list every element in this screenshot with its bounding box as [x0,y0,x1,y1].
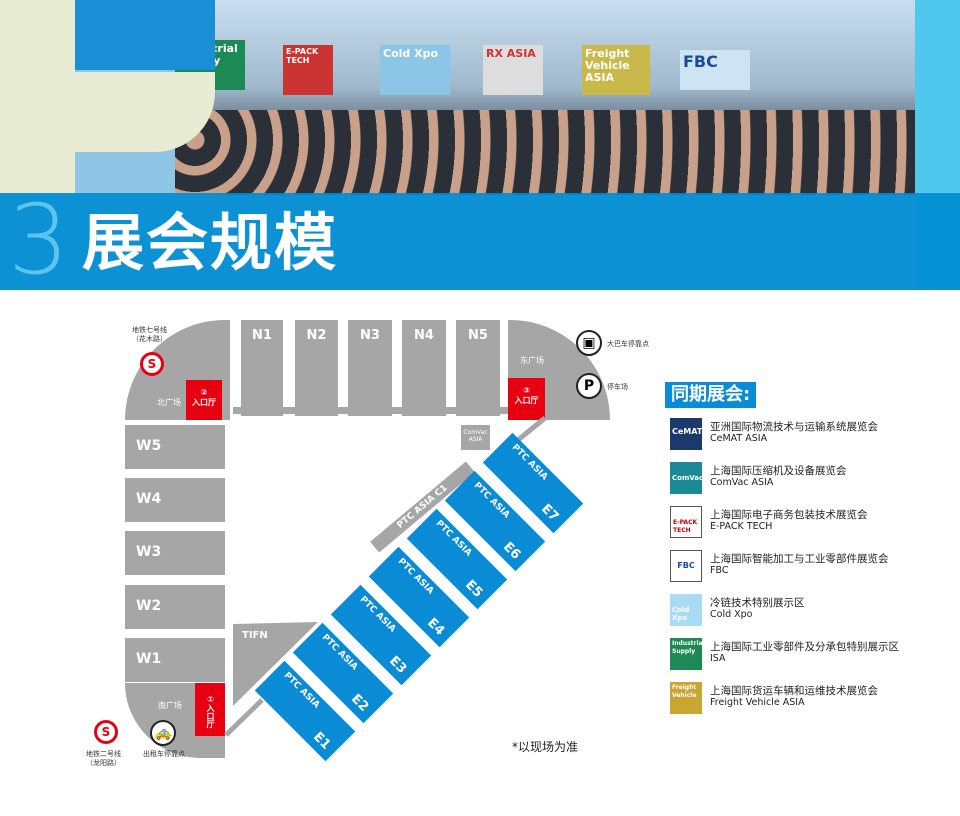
comvac-area[interactable]: ComVac ASIA [461,425,490,450]
hall-number: E3 [385,653,410,677]
deco-cream [0,0,75,195]
metro-2-label: 地铁二号线（龙阳路） [86,750,121,767]
hall-number: E5 [461,577,486,601]
epack-logo: E-PACK TECH [670,506,702,538]
entrance-1-num: ① [206,695,215,704]
south-plaza-label: 南广场 [158,701,182,710]
bus-icon: ▣ [576,330,602,356]
sign-coldxpo: Cold Xpo [380,45,450,95]
coldxpo-logo: Cold Xpo [670,594,702,626]
hall-n2[interactable]: N2 [295,320,338,416]
entrance-3-label: 入口厅 [514,396,539,405]
section-number: 3 [8,184,70,290]
exhibit-name-cn: 亚洲国际物流技术与运输系统展览会 [710,421,878,433]
disclaimer-note: *以现场为准 [512,740,579,754]
walkway-east [516,416,547,442]
sign-rx: RX ASIA [483,45,543,95]
exhibit-name-en: Freight Vehicle ASIA [710,697,805,708]
deco-blue [75,0,215,70]
deco-cream [75,72,215,152]
exhibit-name-cn: 上海国际货运车辆和运维技术展览会 [710,685,878,697]
hall-n5[interactable]: N5 [456,320,500,416]
page-title: 展会规模 [82,206,339,279]
exhibit-name-en: ComVac ASIA [710,477,774,488]
title-bar [0,193,960,290]
walkway-south [224,698,264,737]
cemat-logo: CeMAT [670,418,702,450]
sign-fbc: FBC [680,50,750,90]
bus-stop-label: 大巴车停靠点 [607,340,649,348]
entrance-2-label: 入口厅 [192,398,216,407]
sign-epack: E-PACK TECH [283,45,333,95]
sign-freight: Freight Vehicle ASIA [582,45,650,95]
exhibit-name-en: ISA [710,653,726,664]
tifn-label[interactable]: TIFN [242,630,268,641]
metro-icon: S [94,720,118,744]
exhibit-name-en: FBC [710,565,729,576]
exhibit-name-cn: 冷链技术特别展示区 [710,597,805,609]
legend-title: 同期展会: [665,382,757,408]
metro-icon: S [140,352,164,376]
parking-icon: P [576,373,602,399]
north-plaza-label: 北广场 [157,398,181,407]
hall-number: E6 [499,539,524,563]
exhibit-name-cn: 上海国际工业零部件及分承包特别展示区 [710,641,899,653]
hall-w1[interactable]: W1 [125,638,225,682]
hall-number: E1 [309,729,334,753]
exhibit-name-en: Cold Xpo [710,609,753,620]
entrance-1-label: 入口厅 [206,704,215,728]
freight-vehicle-logo: Freight Vehicle [670,682,702,714]
hall-number: E7 [537,501,562,525]
industrial-supply-logo: Industrial Supply [670,638,702,670]
tifn-hall [233,622,318,706]
exhibit-name-cn: 上海国际智能加工与工业零部件展览会 [710,553,889,565]
fbc-logo: FBC [670,550,702,582]
taxi-label: 出租车停靠点 [143,750,185,758]
entrance-3-num: ③ [523,386,530,395]
entrance-1[interactable]: ①入口厅 [195,683,225,736]
hall-w4[interactable]: W4 [125,478,225,522]
east-plaza-label: 东广场 [520,356,544,365]
hall-connector [233,407,508,414]
crowd-photo [175,110,915,195]
metro-7-label: 地铁七号线（花木路） [132,326,167,343]
exhibit-name-cn: 上海国际电子商务包装技术展览会 [710,509,868,521]
taxi-icon: 🚕 [150,720,176,746]
exhibit-name-en: E-PACK TECH [710,521,773,532]
hall-w5[interactable]: W5 [125,425,225,469]
hall-number: E4 [423,615,448,639]
parking-label: 停车场 [607,383,628,391]
hall-n3[interactable]: N3 [348,320,392,416]
hall-w2[interactable]: W2 [125,585,225,629]
hall-n4[interactable]: N4 [402,320,446,416]
comvac-logo: ComVac [670,462,702,494]
hall-w3[interactable]: W3 [125,531,225,575]
exhibit-name-cn: 上海国际压缩机及设备展览会 [710,465,847,477]
entrance-2-num: ② [200,388,208,397]
header-banner: Industrial Supply E-PACK TECH Cold Xpo R… [0,0,960,290]
exhibit-name-en: CeMAT ASIA [710,433,768,444]
hall-number: E2 [347,691,372,715]
hall-n1[interactable]: N1 [241,320,283,416]
